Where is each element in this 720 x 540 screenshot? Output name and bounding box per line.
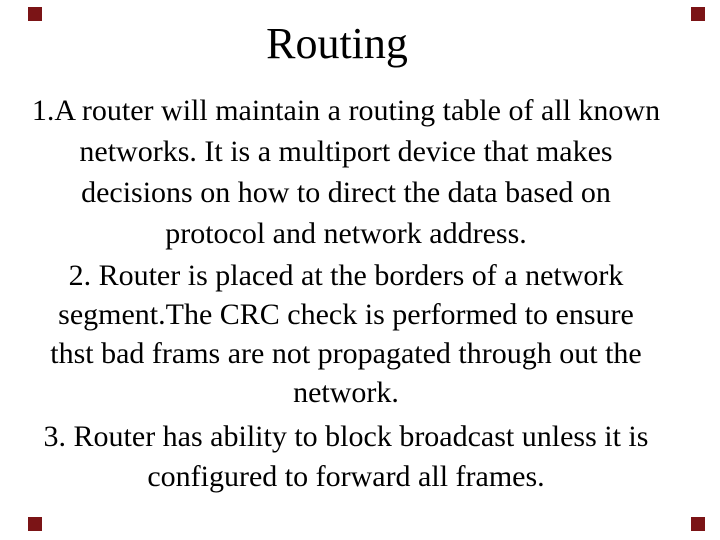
slide-body: 1.A router will maintain a routing table… <box>0 90 692 497</box>
slide-title: Routing <box>266 19 408 68</box>
corner-marker-top-right <box>691 7 705 21</box>
corner-marker-top-left <box>28 7 42 21</box>
body-line: configured to forward all frames. <box>147 460 545 493</box>
body-line: decisions on how to direct the data base… <box>81 176 611 209</box>
body-line: 3. Router has ability to block broadcast… <box>43 420 649 453</box>
bullet-item-2: 2. Router is placed at the borders of a … <box>0 256 692 412</box>
corner-marker-bottom-left <box>28 517 42 531</box>
body-line: 1.A router will maintain a routing table… <box>31 94 661 127</box>
body-line: networks. It is a multiport device that … <box>79 135 613 168</box>
bullet-item-1: 1.A router will maintain a routing table… <box>0 90 692 254</box>
body-line: segment.The CRC check is performed to en… <box>58 298 634 331</box>
corner-marker-bottom-right <box>691 517 705 531</box>
bullet-item-3: 3. Router has ability to block broadcast… <box>0 417 692 497</box>
body-line: network. <box>293 376 399 409</box>
body-line: protocol and network address. <box>165 217 527 250</box>
body-line: thst bad frams are not propagated throug… <box>50 337 642 370</box>
body-line: 2. Router is placed at the borders of a … <box>68 259 624 292</box>
